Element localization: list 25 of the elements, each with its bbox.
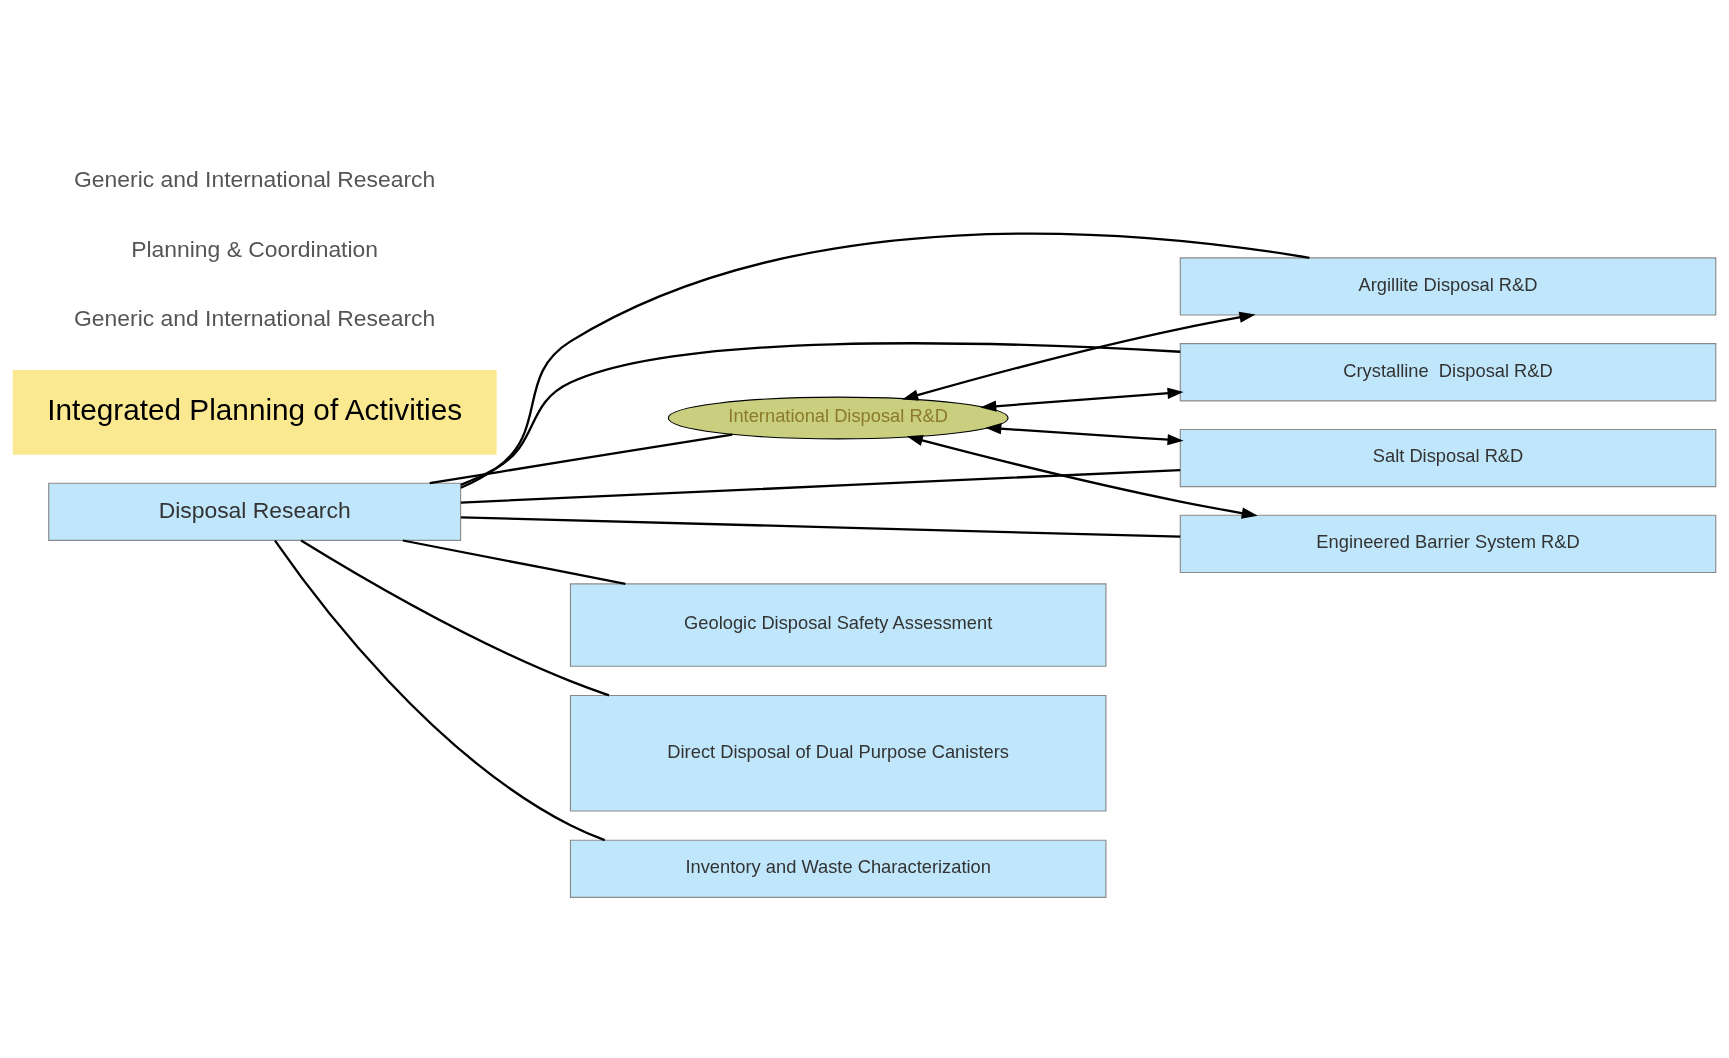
connector [274,540,606,842]
arrow [980,387,1184,412]
connector [460,516,1181,538]
connector [402,539,626,585]
arrow [902,311,1256,401]
connector [460,468,1181,504]
connector [460,232,1310,489]
node-box: Argillite Disposal R&D [1179,257,1717,316]
node-box: Inventory and Waste Characterization [569,839,1107,898]
arrow [985,423,1184,446]
connector [460,342,1181,486]
node-box: Engineered Barrier System R&D [1179,514,1717,574]
node-box: Direct Disposal of Dual Purpose Canisters [569,694,1107,812]
node-box: Integrated Planning of Activities [12,369,497,455]
label: Planning & Coordination [131,235,379,262]
node-box: Disposal Research [48,482,462,541]
arrow [906,434,1258,519]
connector [300,539,610,697]
node-ellipse: International Disposal R&D [667,396,1009,440]
label: Generic and International Research [74,305,436,332]
connector [429,433,733,485]
label: Generic and International Research [74,165,436,192]
node-box: Crystalline Disposal R&D [1179,343,1717,402]
node-box: Geologic Disposal Safety Assessment [569,583,1107,667]
node-box: Salt Disposal R&D [1179,428,1717,488]
